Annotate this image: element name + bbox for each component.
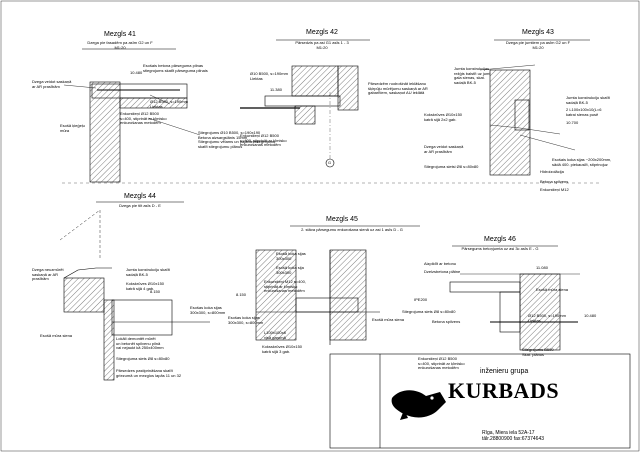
n41-label-e: Esošā ķieģeļu mūra bbox=[60, 123, 85, 133]
n46-label-e: Stiegrojuma siets Ø8 s=80x80 bbox=[402, 309, 456, 314]
n42-beam bbox=[264, 95, 341, 107]
n41-subtitle: Dzega pie fasadēm pa asīm G2 un F bbox=[87, 40, 153, 45]
n44-label-b: Jumta konstrukciju skatīt sadaļā BK-5 bbox=[126, 267, 170, 277]
n45-level: 8.150 bbox=[236, 292, 247, 297]
n41-scale: M1:20 bbox=[114, 45, 126, 50]
n41-level: 10.480 bbox=[130, 70, 143, 75]
n43-post bbox=[514, 99, 530, 131]
n45-subtitle: 2. stāva pārsegumu enkurošana sienā uz a… bbox=[301, 227, 403, 232]
n43-subtitle: Dzega pie jumtiem pa asīm G2 un F bbox=[505, 40, 571, 45]
n42-scale: M1:20 bbox=[316, 45, 328, 50]
n41-label-a: Dzega veidot saskaņā ar AR prasībām bbox=[32, 79, 72, 89]
n44-title: Mezgls 44 bbox=[124, 193, 156, 200]
n46-label-c: Esošā mūra siena bbox=[536, 287, 569, 292]
n41-title: Mezgls 41 bbox=[104, 31, 136, 38]
n46-label-a: Aizpildīt ar betonu bbox=[424, 261, 457, 266]
n44-label-h: Pārsedzes pastiprināšana skatīt griezumā… bbox=[116, 368, 182, 378]
n46-level-b: 10.480 bbox=[584, 313, 597, 318]
n42-axis: G bbox=[328, 160, 332, 165]
n46-wall bbox=[519, 273, 561, 351]
n42-label-b: Pārsedzēm nodrošināt ieklāšanu šķirpūju … bbox=[368, 81, 428, 96]
n43-label-a: Jumta konstrukcijas režģis balstīt uz ju… bbox=[454, 66, 491, 85]
n45-label-a: Esošā koka sijas 300x300 bbox=[276, 251, 306, 261]
n42-label-c: Enkurstieņi Ø12 B500 s=400, stiprināt ar… bbox=[240, 133, 287, 148]
n44-label-e: Esošā mūra siena bbox=[40, 333, 73, 338]
n45-label-c: Enkurstieņi M12 s=400, stiprināt ar ķīmi… bbox=[264, 279, 306, 294]
company-tagline: inženieru grupa bbox=[480, 368, 529, 375]
n46-post bbox=[499, 291, 521, 333]
company-address: Rīga, Miera iela 52A-17 tālr.28800900 fa… bbox=[482, 430, 544, 442]
n42-title: Mezgls 42 bbox=[306, 29, 338, 36]
n45-label-b: Esošā koka sija 300x300 bbox=[276, 265, 304, 275]
n41-label-c: Ø12 B500, s=190mm Liektas bbox=[150, 99, 188, 109]
n46-level-a: 11.080 bbox=[536, 265, 548, 270]
n42-level: 11.380 bbox=[270, 87, 282, 92]
n45-label-e: L100x100x8 visā garumā bbox=[264, 330, 286, 340]
n45-label-f: Koksskrūves Ø10x150 katrā sijā 3 gab. bbox=[262, 344, 303, 354]
company-logo bbox=[391, 390, 446, 420]
company-name: KURBADS bbox=[448, 378, 560, 403]
n42-label-a: Ø10 B500, s=190mm Liektas bbox=[250, 71, 288, 81]
n44-label-d: Esošas koka sijas 300x300, s=800mm bbox=[190, 305, 226, 315]
title-block bbox=[329, 353, 631, 449]
n44-label-a: Dzega neuzmūrēt saskaņā ar AR prasībām bbox=[32, 267, 64, 282]
n43-label-h: Hidroizolācija bbox=[540, 169, 564, 174]
n46-label-b: Dzelzsbetona plātne bbox=[424, 269, 461, 274]
n41-label-b: Esošais betona pārseguma pilnas stiegroj… bbox=[143, 63, 208, 73]
n43-label-g: Esošais koka sijas ~200x200mm, sādā 400.… bbox=[552, 157, 612, 167]
n43-title: Mezgls 43 bbox=[522, 29, 554, 36]
n44-label-g: Stiegrojuma siets Ø8 s=80x80 bbox=[116, 356, 170, 361]
n43-label-b: Jumta konstrukciju skatīt sadaļā BK-5 bbox=[566, 95, 610, 105]
n46-label-d: IPE200 bbox=[414, 297, 428, 302]
n44-subtitle: Dzega pie tilt asīs D - E bbox=[119, 203, 161, 208]
n43-scale: M1:20 bbox=[532, 45, 544, 50]
n41-wall bbox=[89, 81, 121, 183]
n46-label-i: Enkurstieņi Ø12 B500 s=400, stiprināt ar… bbox=[418, 356, 465, 371]
n42-wall-top bbox=[291, 65, 339, 97]
n42-subtitle: Pārsedzis pa asi G1 asīs 1 - 3 bbox=[295, 40, 349, 45]
n43-label-i: Betona spilvens bbox=[540, 179, 569, 184]
n44-level: 8.150 bbox=[150, 289, 161, 294]
n45-wall-left bbox=[255, 249, 297, 341]
n46-label-f: Betona spilvens bbox=[432, 319, 461, 324]
n44-label-f: Lokāli demontēt mūrēt un betonēt spilven… bbox=[116, 336, 164, 351]
n45-wall-right bbox=[329, 249, 367, 341]
n44-roof bbox=[63, 267, 112, 279]
n45-label-d: Esošas koka sijas 300x300, s=800mm bbox=[228, 315, 264, 325]
n42-axis-marker bbox=[325, 158, 335, 168]
n46-title: Mezgls 46 bbox=[484, 236, 516, 243]
n46-subtitle: Pārsegums betoņjumta uz asi 3c asīs E - … bbox=[461, 246, 539, 251]
n43-label-f: Stiegrojuma sietsi Ø8 s=80x80 bbox=[424, 164, 479, 169]
n43-label-d: Kokskrūves Ø10x150 katrā sijā 2x2 gab. bbox=[424, 112, 463, 122]
n44-label-c: Kokskrūves Ø10x150 katrā sijā 4 gab. bbox=[126, 281, 165, 291]
n44-beam bbox=[111, 299, 173, 336]
n43-level: 10.700 bbox=[566, 120, 579, 125]
n45-label-g: Esošā mūra siena bbox=[372, 317, 405, 322]
n46-label-g: Ø12 B500, s=190mm Liektas bbox=[528, 313, 566, 323]
n43-label-j: Enkurstieņi M12 bbox=[540, 187, 569, 192]
n43-wall bbox=[489, 69, 531, 176]
n43-label-c: 2 L100x100x10(L=6 katrai sienas pusē bbox=[566, 107, 602, 117]
n46-slab bbox=[449, 281, 521, 293]
n43-label-e: Dzega veidot saskaņā ar AR prasībām bbox=[424, 144, 464, 154]
n41-label-f: Stiegrojums Ø10 B500, s=190x190 Betona a… bbox=[198, 130, 276, 149]
n41-label-d: Enkurstieņi Ø12 B500 s=400, stiprināt ar… bbox=[120, 111, 167, 126]
n46-label-h: Stiegrojums B500 Skat. plānus bbox=[522, 347, 554, 357]
n45-title: Mezgls 45 bbox=[326, 216, 358, 223]
